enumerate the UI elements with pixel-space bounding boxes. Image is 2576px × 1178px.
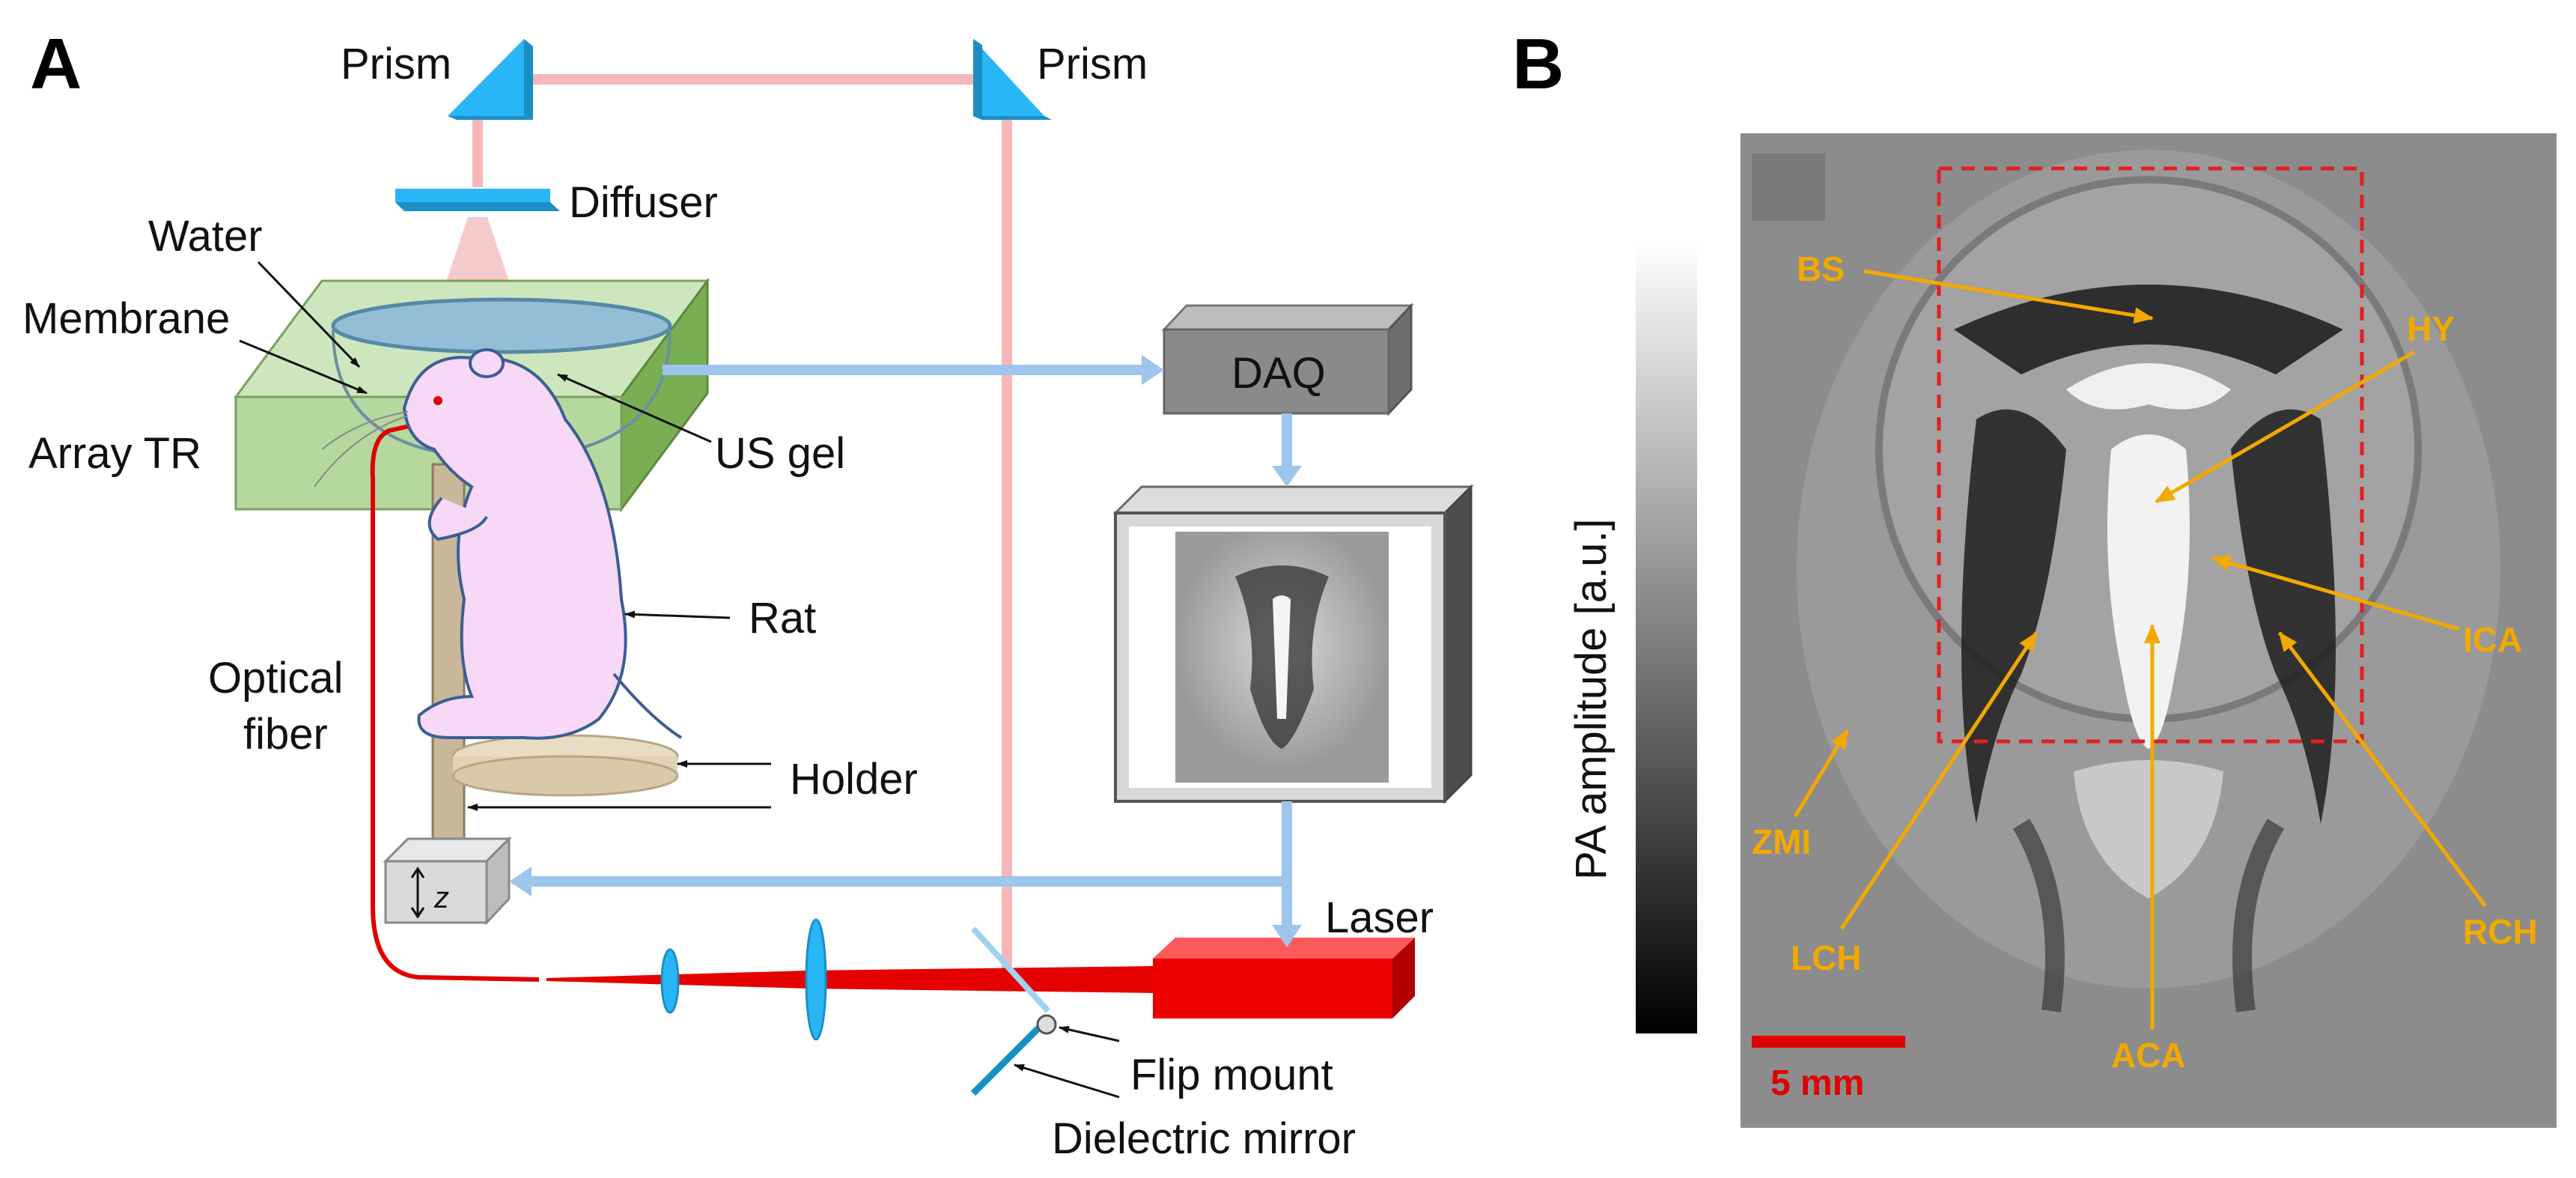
water-pointer <box>257 261 361 368</box>
label-rch: RCH <box>2463 912 2538 951</box>
optical-fiber-label-line1: Optical <box>208 654 344 702</box>
label-zmi: ZMI <box>1752 822 1811 861</box>
lens-right <box>805 918 827 1041</box>
dielectric-mirror-pointer <box>1014 1063 1120 1099</box>
dielectric-mirror-label: Dielectric mirror <box>1052 1114 1356 1163</box>
laser-beam-focus <box>546 966 1153 993</box>
water-label: Water <box>148 212 263 261</box>
colorbar-label: PA amplitude [a.u.] <box>1567 518 1616 880</box>
optical-fiber-label-line2: fiber <box>243 710 328 759</box>
diffuser-label: Diffuser <box>569 178 718 227</box>
holder-label: Holder <box>790 755 918 804</box>
optical-fiber <box>370 421 540 982</box>
membrane-pointer <box>239 339 368 395</box>
scale-bar <box>1752 1036 1905 1048</box>
array-tr-label: Array TR <box>28 429 201 478</box>
us-gel-pointer <box>557 373 712 443</box>
pa-image <box>1741 133 2557 1128</box>
daq-label: DAQ <box>1231 349 1326 398</box>
prism-right <box>973 39 1052 120</box>
lens-left <box>660 948 680 1014</box>
us-gel-label: US gel <box>715 429 845 478</box>
rat <box>314 348 683 740</box>
daq: DAQ <box>1161 303 1414 416</box>
prism-right-label: Prism <box>1037 40 1148 88</box>
label-lch: LCH <box>1791 938 1862 977</box>
z-stage-label: z <box>433 881 449 914</box>
signal-arrows <box>509 355 1302 947</box>
rat-label: Rat <box>749 594 816 643</box>
dielectric-mirror <box>970 926 1057 1096</box>
label-aca: ACA <box>2111 1036 2186 1075</box>
scale-bar-label: 5 mm <box>1770 1063 1864 1103</box>
roi-box <box>1937 166 2364 744</box>
prism-left <box>448 39 533 120</box>
flip-mount-label: Flip mount <box>1130 1051 1333 1099</box>
flip-mount-knob <box>1036 1014 1057 1035</box>
colorbar <box>1636 240 1697 1033</box>
z-stage: z <box>383 836 512 926</box>
laser <box>1153 938 1415 1018</box>
monitor <box>1112 484 1474 804</box>
diffuser <box>395 189 560 211</box>
structure-annotations: BS HY ICA RCH ACA LCH ZMI <box>1752 249 2538 1075</box>
panel-a: A Prism Prism Diffuser <box>22 24 1474 1163</box>
panel-b: B PA amplitude [a.u.] 5 mm BS HY <box>1512 24 2557 1128</box>
label-ica: ICA <box>2463 620 2522 659</box>
label-hy: HY <box>2407 309 2455 348</box>
panel-label-a: A <box>30 24 82 104</box>
prism-left-label: Prism <box>341 40 451 88</box>
rat-pointer <box>624 610 731 619</box>
panel-label-b: B <box>1512 24 1564 104</box>
flip-mount-pointer <box>1059 1025 1120 1042</box>
label-bs: BS <box>1797 249 1845 288</box>
laser-label: Laser <box>1325 893 1434 942</box>
membrane-label: Membrane <box>22 294 230 343</box>
